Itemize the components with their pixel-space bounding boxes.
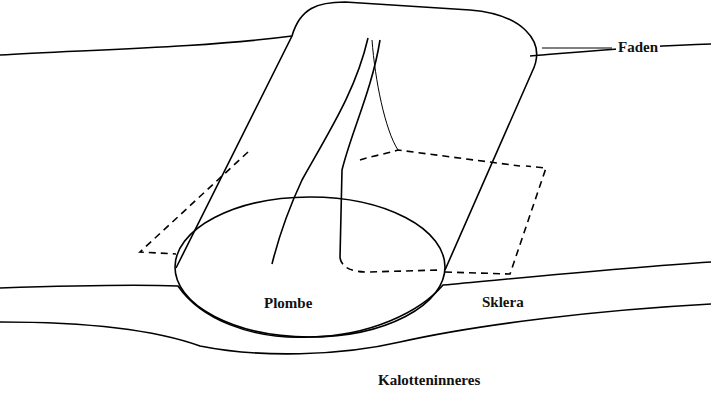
thread-outline xyxy=(340,258,440,272)
thread-outline xyxy=(360,150,520,166)
buckle-cylinder xyxy=(176,2,537,270)
leader-line xyxy=(542,47,612,48)
tissue-line xyxy=(0,36,292,55)
thread-outline xyxy=(140,152,248,254)
thread-groove xyxy=(272,38,368,264)
part-label: Kalotteninneres xyxy=(376,372,482,389)
thread-groove xyxy=(372,40,398,150)
thread-outline xyxy=(445,166,546,274)
part-label: Sklera xyxy=(480,294,526,311)
part-label: Plombe xyxy=(262,295,314,312)
thread-groove xyxy=(340,40,380,258)
sclera-line xyxy=(0,262,711,337)
part-label: Faden xyxy=(616,39,660,56)
sclera-line xyxy=(0,304,711,354)
buckle-end xyxy=(175,197,445,337)
